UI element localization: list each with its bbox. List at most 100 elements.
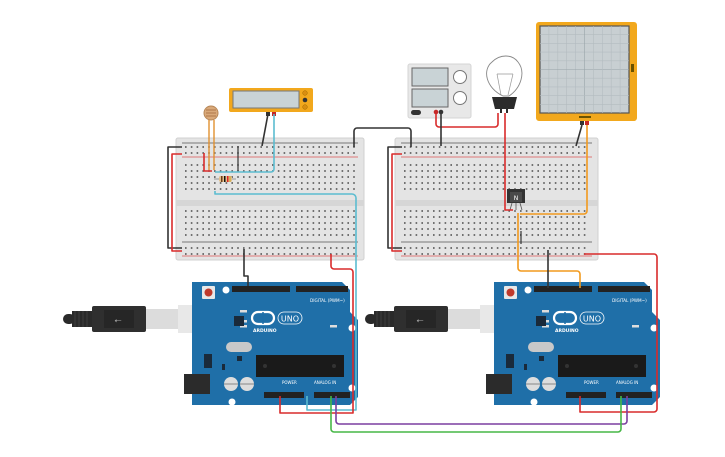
breadboard-hole[interactable] (190, 216, 193, 218)
breadboard-hole[interactable] (190, 234, 193, 236)
breadboard-hole[interactable] (306, 222, 309, 224)
breadboard-hole[interactable] (324, 188, 326, 190)
breadboard-hole[interactable] (549, 247, 551, 249)
breadboard-hole[interactable] (508, 182, 510, 184)
breadboard-hole[interactable] (444, 234, 447, 236)
breadboard-hole[interactable] (502, 152, 505, 154)
breadboard-hole[interactable] (196, 164, 199, 166)
breadboard-hole[interactable] (485, 188, 487, 190)
breadboard-hole[interactable] (456, 234, 458, 236)
breadboard-hole[interactable] (508, 164, 510, 166)
breadboard-hole[interactable] (208, 247, 210, 249)
breadboard-hole[interactable] (301, 188, 303, 190)
breadboard-hole[interactable] (202, 182, 204, 184)
breadboard-hole[interactable] (531, 228, 534, 230)
breadboard-hole[interactable] (312, 182, 315, 184)
breadboard-hole[interactable] (543, 176, 545, 178)
breadboard-hole[interactable] (237, 216, 239, 218)
breadboard-hole[interactable] (491, 216, 493, 218)
breadboard-hole[interactable] (243, 228, 245, 230)
breadboard-hole[interactable] (456, 176, 458, 178)
breadboard-hole[interactable] (248, 188, 251, 190)
breadboard-hole[interactable] (202, 247, 204, 249)
breadboard-hole[interactable] (283, 253, 286, 255)
breadboard-hole[interactable] (450, 188, 452, 190)
breadboard-hole[interactable] (433, 146, 435, 148)
breadboard-hole[interactable] (514, 210, 516, 212)
breadboard-hole[interactable] (520, 146, 522, 148)
breadboard-hole[interactable] (450, 234, 452, 236)
breadboard-hole[interactable] (295, 188, 297, 190)
breadboard-hole[interactable] (479, 216, 481, 218)
breadboard-hole[interactable] (353, 228, 355, 230)
breadboard-hole[interactable] (456, 152, 458, 154)
breadboard-hole[interactable] (260, 228, 262, 230)
breadboard-hole[interactable] (295, 152, 297, 154)
breadboard-hole[interactable] (473, 170, 476, 172)
breadboard-hole[interactable] (202, 188, 204, 190)
breadboard-hole[interactable] (427, 146, 429, 148)
breadboard-hole[interactable] (353, 216, 355, 218)
breadboard-hole[interactable] (572, 170, 574, 172)
breadboard-hole[interactable] (578, 176, 580, 178)
breadboard-hole[interactable] (572, 164, 574, 166)
breadboard-hole[interactable] (560, 164, 563, 166)
breadboard-hole[interactable] (508, 234, 510, 236)
breadboard-hole[interactable] (514, 182, 516, 184)
breadboard-hole[interactable] (185, 152, 187, 154)
breadboard-hole[interactable] (208, 188, 210, 190)
breadboard-hole[interactable] (415, 234, 418, 236)
breadboard-hole[interactable] (578, 234, 580, 236)
breadboard-hole[interactable] (537, 182, 539, 184)
breadboard-hole[interactable] (318, 188, 320, 190)
breadboard-hole[interactable] (254, 176, 257, 178)
breadboard-hole[interactable] (214, 176, 216, 178)
breadboard-hole[interactable] (277, 152, 280, 154)
breadboard-hole[interactable] (531, 222, 534, 224)
breadboard-hole[interactable] (266, 210, 268, 212)
breadboard-hole[interactable] (324, 170, 326, 172)
wire-cyan[interactable] (214, 191, 357, 411)
breadboard-hole[interactable] (214, 228, 216, 230)
breadboard-hole[interactable] (260, 176, 262, 178)
breadboard-hole[interactable] (456, 146, 458, 148)
breadboard-hole[interactable] (421, 164, 423, 166)
breadboard-hole[interactable] (318, 247, 320, 249)
breadboard-hole[interactable] (243, 152, 245, 154)
breadboard-hole[interactable] (324, 210, 326, 212)
breadboard-hole[interactable] (450, 146, 452, 148)
breadboard-hole[interactable] (277, 170, 280, 172)
breadboard-hole[interactable] (479, 234, 481, 236)
breadboard-hole[interactable] (289, 210, 291, 212)
wire-black[interactable] (167, 146, 182, 249)
breadboard-hole[interactable] (266, 182, 268, 184)
breadboard-hole[interactable] (196, 234, 199, 236)
breadboard-hole[interactable] (583, 164, 586, 166)
breadboard-hole[interactable] (409, 176, 412, 178)
breadboard-hole[interactable] (549, 182, 551, 184)
breadboard-hole[interactable] (190, 164, 193, 166)
breadboard-hole[interactable] (583, 216, 586, 218)
breadboard-hole[interactable] (243, 176, 245, 178)
breadboard-hole[interactable] (306, 228, 309, 230)
breadboard-hole[interactable] (473, 188, 476, 190)
breadboard-hole[interactable] (444, 228, 447, 230)
breadboard-hole[interactable] (347, 182, 349, 184)
breadboard-hole[interactable] (578, 152, 580, 154)
breadboard-hole[interactable] (409, 228, 412, 230)
breadboard-hole[interactable] (289, 253, 291, 255)
breadboard-hole[interactable] (202, 210, 204, 212)
breadboard-hole[interactable] (491, 146, 493, 148)
breadboard-hole[interactable] (225, 152, 228, 154)
breadboard-hole[interactable] (502, 247, 505, 249)
breadboard-hole[interactable] (260, 210, 262, 212)
breadboard-hole[interactable] (277, 210, 280, 212)
breadboard-hole[interactable] (578, 228, 580, 230)
breadboard-hole[interactable] (433, 170, 435, 172)
breadboard-hole[interactable] (353, 152, 355, 154)
breadboard-hole[interactable] (485, 222, 487, 224)
breadboard-hole[interactable] (520, 164, 522, 166)
breadboard-hole[interactable] (196, 247, 199, 249)
breadboard-hole[interactable] (185, 164, 187, 166)
breadboard-hole[interactable] (318, 253, 320, 255)
